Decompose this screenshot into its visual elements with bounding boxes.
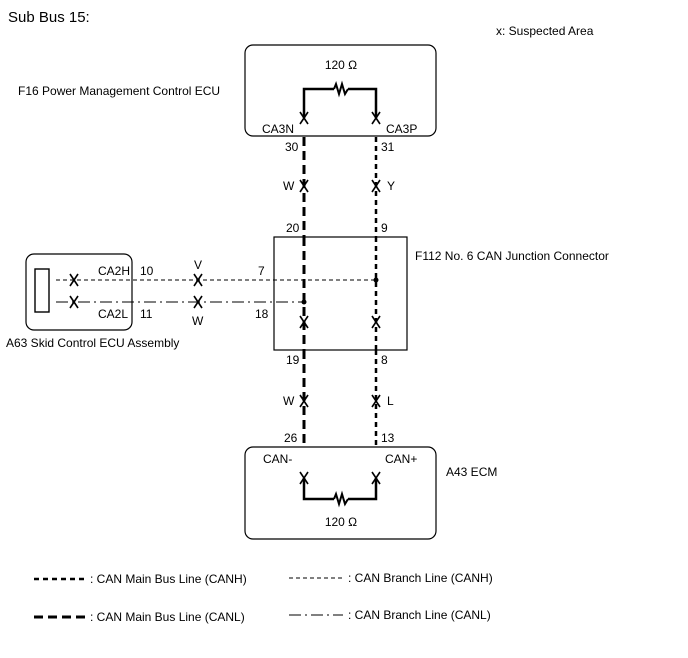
diagram-title: Sub Bus 15:: [8, 9, 90, 26]
top-resistor-right-lead: [348, 87, 378, 118]
pin-9: 9: [381, 221, 388, 235]
f112-label: F112 No. 6 CAN Junction Connector: [415, 249, 609, 263]
top-resistor-value: 120 Ω: [325, 58, 357, 72]
wire-color-y-top: Y: [387, 179, 395, 193]
ca2h-label: CA2H: [98, 264, 130, 278]
ca2l-label: CA2L: [98, 307, 128, 321]
f112-box: [273, 236, 408, 351]
legend-main-canl: : CAN Main Bus Line (CANL): [90, 610, 245, 624]
top-resistor-left-lead: [302, 87, 334, 118]
canh-junction-dot: [373, 277, 379, 283]
bottom-resistor: [333, 490, 349, 508]
a63-label: A63 Skid Control ECU Assembly: [6, 336, 179, 350]
f16-box: [244, 44, 437, 137]
a43-box: [244, 446, 437, 540]
pin-11: 11: [140, 307, 153, 321]
pin-20: 20: [286, 221, 300, 235]
y-top-suspect-mark: [371, 179, 381, 193]
pin-7: 7: [258, 264, 265, 278]
v-branch-suspect-mark: [193, 273, 203, 287]
a43-label: A43 ECM: [446, 465, 497, 479]
wire-color-w-top: W: [283, 179, 295, 193]
a63-connector-icon: [34, 268, 50, 313]
legend-branch-canl: : CAN Branch Line (CANL): [348, 608, 491, 622]
legend-branch-canh: : CAN Branch Line (CANH): [348, 571, 493, 585]
pin-10: 10: [140, 264, 154, 278]
f16-label: F16 Power Management Control ECU: [18, 84, 220, 98]
pin-26: 26: [284, 431, 298, 445]
can-plus-label: CAN+: [385, 452, 417, 466]
wire-color-l-bottom: L: [387, 394, 394, 408]
ca3p-label: CA3P: [386, 122, 417, 136]
ca3n-label: CA3N: [262, 122, 294, 136]
f112-canh-suspect-mark: [371, 315, 381, 329]
pin-31: 31: [381, 140, 395, 154]
pin-18: 18: [255, 307, 269, 321]
can-minus-label: CAN-: [263, 452, 292, 466]
suspected-area-note: x: Suspected Area: [496, 24, 594, 38]
pin-19: 19: [286, 353, 300, 367]
wire-color-v-branch: V: [194, 258, 202, 272]
top-resistor: [333, 80, 349, 98]
pin-30: 30: [285, 140, 299, 154]
bottom-resistor-left-lead: [302, 478, 334, 501]
a63-box: [25, 253, 133, 331]
pin-13: 13: [381, 431, 395, 445]
pin-8: 8: [381, 353, 388, 367]
bottom-resistor-right-lead: [348, 478, 378, 501]
wire-color-w-bottom: W: [283, 394, 295, 408]
ca2l-suspect-mark: [69, 295, 79, 309]
bottom-resistor-value: 120 Ω: [325, 515, 357, 529]
canl-junction-dot: [301, 299, 307, 305]
wire-color-w-branch: W: [192, 314, 204, 328]
legend-main-canh: : CAN Main Bus Line (CANH): [90, 572, 247, 586]
